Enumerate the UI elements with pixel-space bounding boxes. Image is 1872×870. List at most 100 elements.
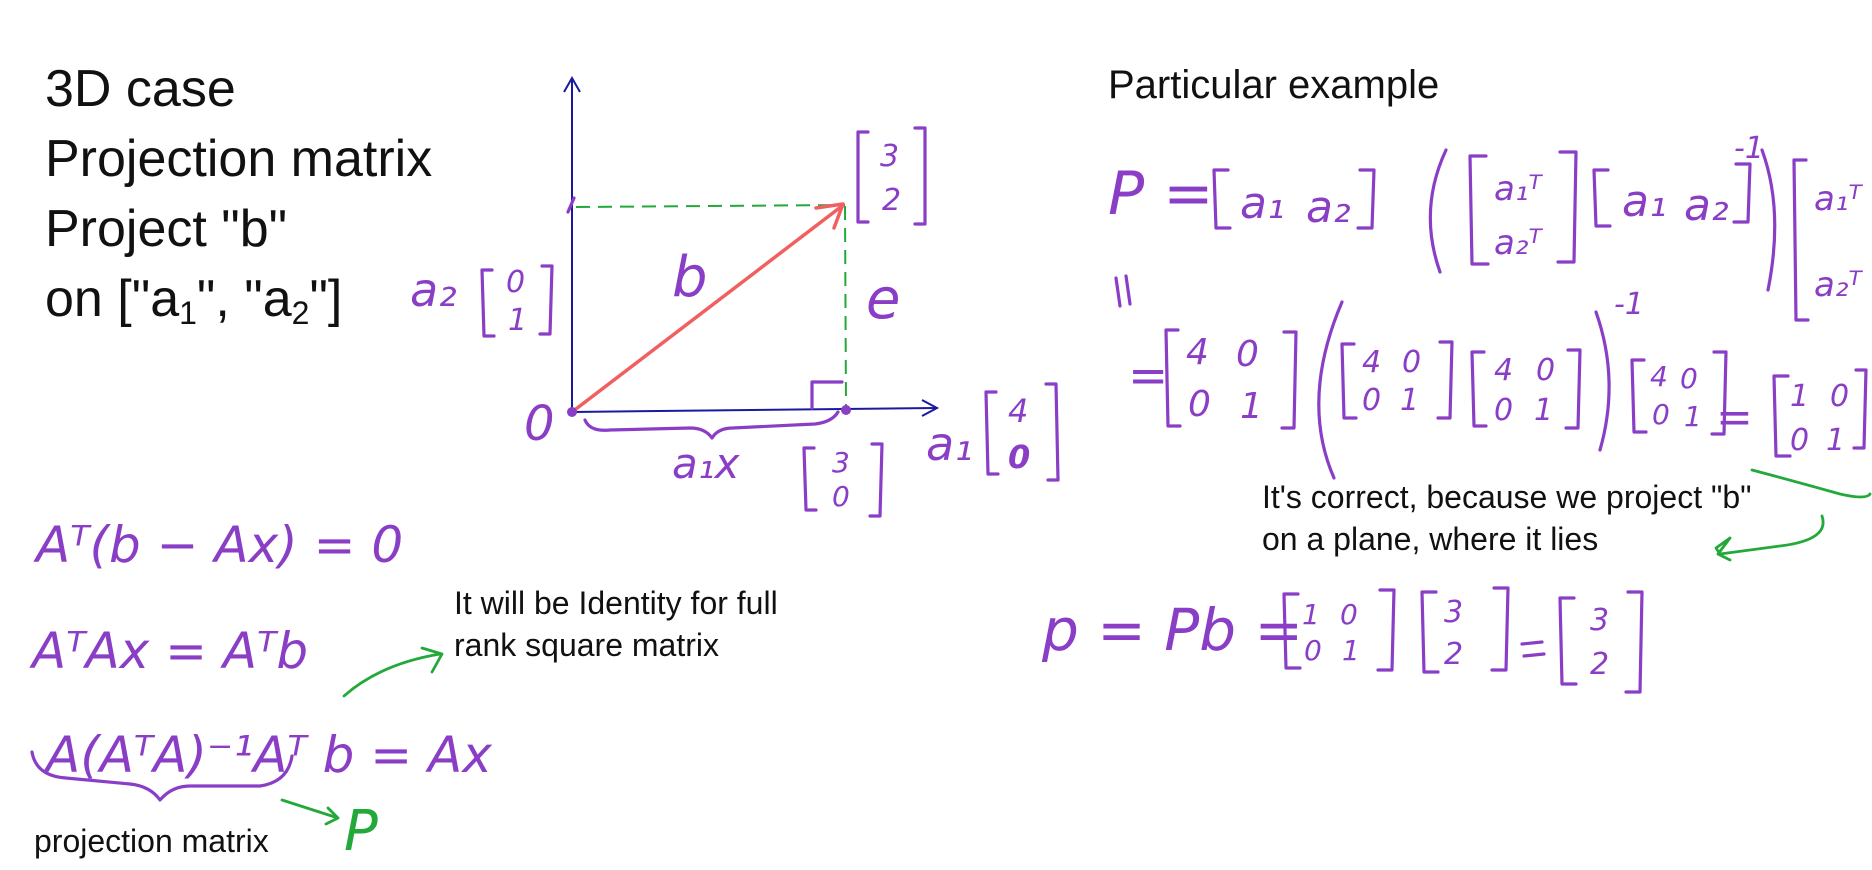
note-correct-line1: It's correct, because we project "b" <box>1262 479 1751 515</box>
projection-diagram: 3 2 b e 0 a₂ 0 1 a₁ 4 0 a₁x 3 0 <box>410 75 1060 518</box>
numeric-inverse-exponent: -1 <box>1614 287 1644 322</box>
m3-a12: 0 <box>1536 353 1555 388</box>
p-matrix-a21: 0 <box>1304 634 1322 667</box>
p-b-bracket-right <box>1490 586 1510 672</box>
vec-a2-bracket-left <box>480 268 496 338</box>
note-identity-line2: rank square matrix <box>454 627 719 663</box>
vertical-axis-arrowhead <box>563 75 581 93</box>
vec-a1-top: 4 <box>1008 392 1028 430</box>
P-definition: P = a₁ a₂ a₁ᵀ a₂ᵀ a₁ a₂ -1 a₁ᵀ a₂ᵀ <box>1108 131 1863 322</box>
result-bracket-right <box>1852 368 1868 450</box>
note-identity-line1: It will be Identity for full <box>454 585 778 621</box>
P-a2: a₂ <box>1306 182 1351 233</box>
P-bracket-3-right <box>1732 162 1752 224</box>
arrow-to-identity-note <box>342 646 444 698</box>
p-result-bracket-left <box>1558 596 1578 686</box>
P-bracket-3-left <box>1592 168 1612 228</box>
vec-a2-bottom: 1 <box>508 303 527 338</box>
m4-bracket-left <box>1630 358 1648 434</box>
m2-bracket-left <box>1340 342 1358 420</box>
left-heading: 3D case Projection matrix Project "b" on… <box>45 60 432 331</box>
vec-foot-bracket-left <box>802 446 818 512</box>
m4-a22: 1 <box>1684 400 1702 433</box>
heading-on-a1-a2: on ["a1", "a2"] <box>45 270 342 331</box>
p-result-bottom: 2 <box>1590 647 1609 682</box>
P-a1-second: a₁ <box>1622 176 1667 227</box>
equation-projection: A(AᵀA)⁻¹Aᵀ b = Ax <box>43 726 492 784</box>
result-a11: 1 <box>1790 379 1809 414</box>
right-angle-mark <box>810 380 844 410</box>
m3-a21: 0 <box>1494 393 1513 428</box>
p-b-top: 3 <box>1444 595 1463 630</box>
P-a1T: a₁ᵀ <box>1494 169 1543 209</box>
vec-b-top: 3 <box>880 139 899 174</box>
numeric-paren-right <box>1594 310 1611 452</box>
m3-bracket-right <box>1564 348 1582 430</box>
heading-particular-example: Particular example <box>1108 63 1439 107</box>
m1-a11: 4 <box>1186 332 1209 373</box>
P-paren-left <box>1428 148 1448 274</box>
P-a2T: a₂ᵀ <box>1494 223 1543 263</box>
vec-foot-bottom: 0 <box>832 480 850 513</box>
equation-normal-expanded: AᵀAx = Aᵀb <box>29 622 308 680</box>
m2-a22: 1 <box>1400 383 1419 418</box>
vec-a2-bracket-right <box>538 264 554 336</box>
brace-a1x <box>583 410 840 440</box>
arrow-to-P <box>280 798 340 826</box>
m1-a21: 0 <box>1188 384 1211 425</box>
p-matrix-bracket-right <box>1376 588 1396 672</box>
label-b: b <box>672 245 708 310</box>
vector-b-arrow <box>570 204 844 414</box>
m4-a21: 0 <box>1652 398 1670 431</box>
m3-a22: 1 <box>1534 393 1553 428</box>
projection-dash-horizontal <box>575 204 846 208</box>
note-correct-line2: on a plane, where it lies <box>1262 521 1598 557</box>
origin-point <box>567 407 577 417</box>
vec-a2-top: 0 <box>506 265 525 300</box>
m4-a12: 0 <box>1680 362 1698 395</box>
m1-a22: 1 <box>1240 386 1263 427</box>
vec-a1-bottom: 0 <box>1008 438 1030 476</box>
brace-projection-matrix <box>30 750 294 802</box>
P-bracket-1-right <box>1356 168 1376 230</box>
label-e: e <box>866 267 900 332</box>
p-equals-Pb: p = Pb = 1 0 0 1 3 2 3 2 <box>1041 586 1644 694</box>
m3-bracket-left <box>1470 350 1488 428</box>
P-bracket-2-left <box>1468 154 1490 266</box>
p-b-bottom: 2 <box>1444 637 1463 672</box>
result-equals: = <box>1716 392 1753 443</box>
P-a1T-second: a₁ᵀ <box>1814 179 1863 219</box>
numeric-equals: = <box>1128 348 1168 404</box>
result-a12: 0 <box>1830 379 1849 414</box>
result-bracket-left <box>1772 374 1792 458</box>
P-inverse-exponent: -1 <box>1734 131 1764 166</box>
p-matrix-a12: 0 <box>1340 598 1358 631</box>
vector-b-arrowhead <box>814 202 845 230</box>
label-a1: a₁ <box>926 417 973 471</box>
label-a1x: a₁x <box>672 439 741 488</box>
label-P-green: P <box>344 799 378 864</box>
m1-bracket-right <box>1280 330 1298 430</box>
heading-3d-case: 3D case <box>45 60 236 118</box>
p-matrix-bracket-left <box>1282 592 1302 670</box>
tick-mark <box>566 196 576 214</box>
underline-result <box>1750 468 1872 499</box>
P-bracket-4-left <box>1792 158 1810 322</box>
m1-a12: 0 <box>1236 334 1259 375</box>
P-a2T-second: a₂ᵀ <box>1814 265 1863 305</box>
vec-b-bracket-left <box>856 130 870 224</box>
label-projection-matrix: projection matrix <box>34 823 269 859</box>
P-paren-right <box>1760 148 1777 292</box>
numeric-paren-left <box>1317 300 1344 480</box>
error-dash-vertical <box>844 205 847 409</box>
p-matrix-a11: 1 <box>1302 598 1320 631</box>
m4-a11: 4 <box>1650 360 1668 393</box>
horizontal-axis <box>571 407 936 413</box>
vec-foot-bracket-right <box>868 442 884 518</box>
m3-a11: 4 <box>1494 353 1513 388</box>
p-result-top: 3 <box>1590 603 1609 638</box>
label-a2: a₂ <box>410 263 457 317</box>
arrow-to-correct-note <box>1714 514 1825 562</box>
rotated-equals-sign <box>1114 274 1132 308</box>
